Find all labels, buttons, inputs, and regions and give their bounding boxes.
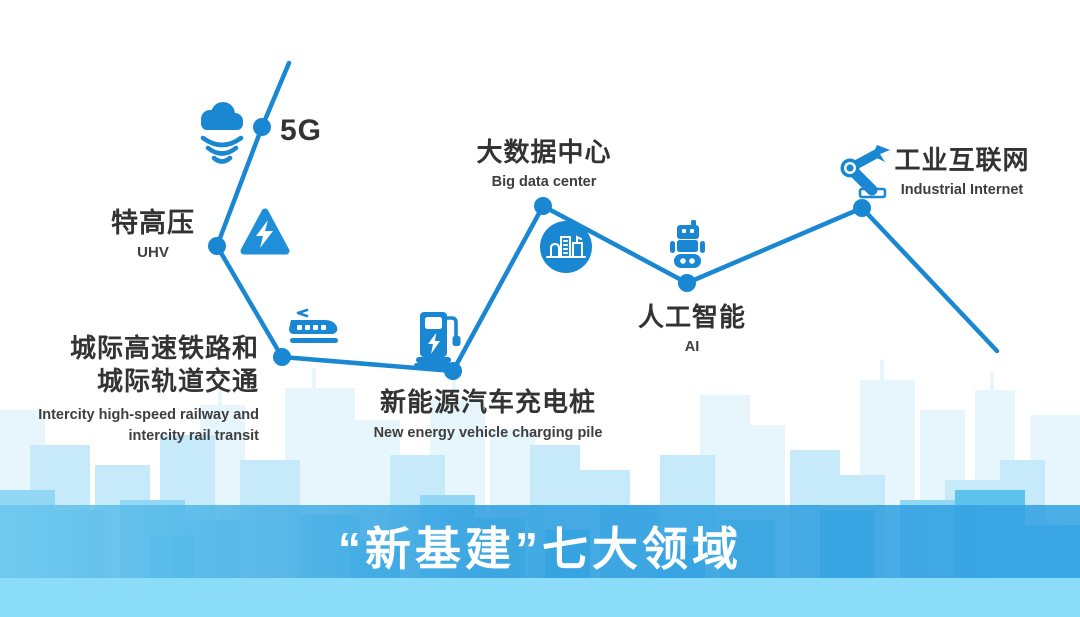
label-charging-pile: 新能源汽车充电桩 New energy vehicle charging pil… [328,386,648,442]
banner-band [0,505,1080,578]
label-industrial-internet: 工业互联网 Industrial Internet [812,144,1080,199]
robot-icon [664,220,710,275]
label-rail-zh-line2: 城际轨道交通 [96,366,259,396]
label-charging-zh: 新能源汽车充电桩 [379,387,596,417]
label-5g: 5G [280,114,323,147]
label-uhv-en: UHV [137,243,169,261]
label-charging-en: New energy vehicle charging pile [373,424,603,441]
ev-charging-pile-icon [414,308,464,375]
label-rail-en-line1: Intercity high-speed railway and [38,407,259,423]
label-rail-en-line2: intercity rail transit [128,428,259,444]
label-industrial-en: Industrial Internet [900,181,1024,198]
banner-title: “新基建”七大领域 [338,523,742,575]
label-uhv-zh: 特高压 [111,208,195,238]
label-uhv: 特高压 UHV [93,207,213,263]
label-bigdata-en: Big data center [491,173,597,190]
label-rail-zh-line1: 城际高速铁路和 [69,333,259,363]
city-skyline-background [0,360,1080,617]
node-dot-5g [253,118,271,136]
node-dot-ai [678,274,696,292]
bottom-strip [0,578,1080,617]
label-intercity-rail: 城际高速铁路和 城际轨道交通 Intercity high-speed rail… [0,332,259,447]
label-ai: 人工智能 AI [542,301,842,356]
lightning-triangle-icon [240,207,290,262]
label-ai-en: AI [684,338,700,355]
label-ai-zh: 人工智能 [637,302,746,332]
data-center-buildings-icon [539,220,593,279]
label-bigdata-zh: 大数据中心 [476,137,612,167]
label-industrial-zh: 工业互联网 [894,145,1030,175]
node-dot-bigdata [534,197,552,215]
train-icon [285,306,343,355]
label-big-data-center: 大数据中心 Big data center [394,136,694,191]
cloud-wifi-icon [196,102,248,175]
